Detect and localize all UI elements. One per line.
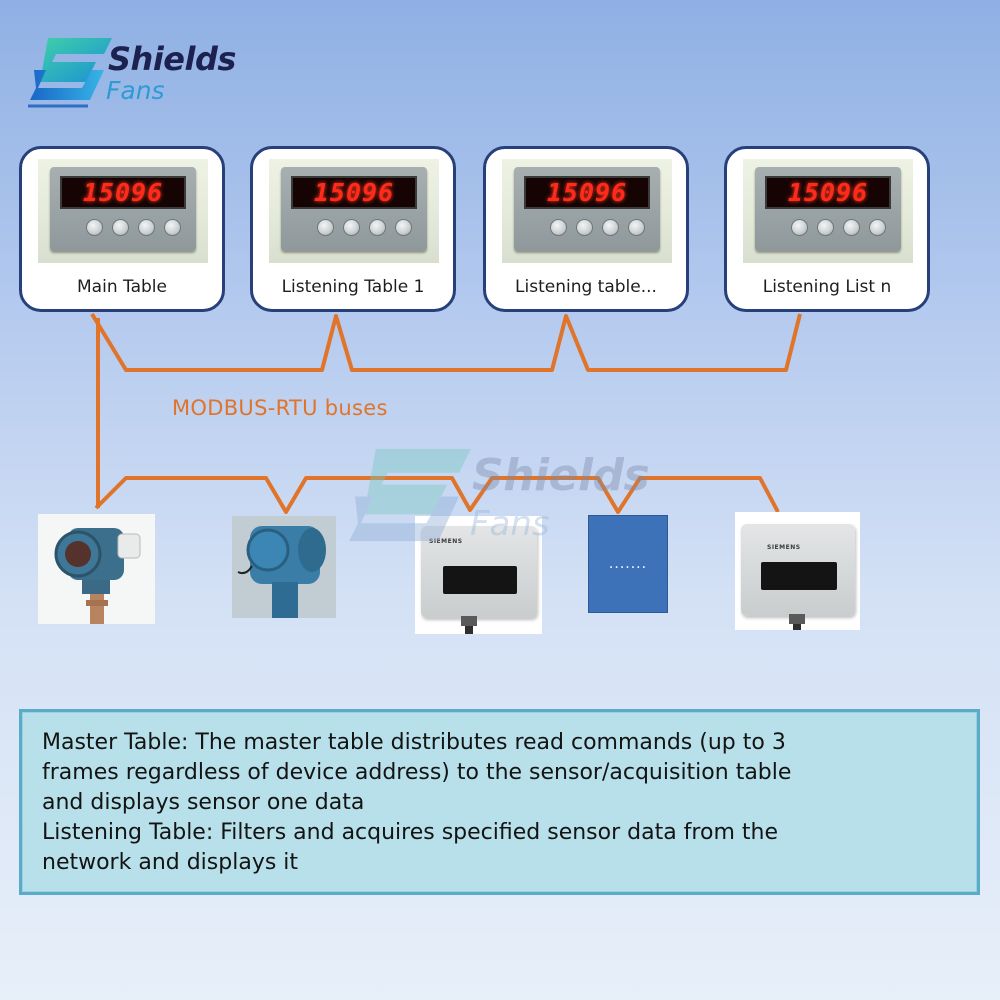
panel-meter-icon: 15096 — [269, 159, 439, 263]
siemens-brand-text: SIEMENS — [767, 544, 801, 551]
panel-meter-icon: 15096 — [38, 159, 208, 263]
siemens-sensor-icon: SIEMENS — [415, 516, 542, 634]
watermark-name-secondary: Fans — [470, 504, 550, 544]
meter-card-listening-ellipsis: 15096 Listening table... — [483, 146, 689, 312]
sensor-bus-line — [94, 476, 780, 514]
brand-name-secondary: Fans — [106, 76, 165, 105]
bus-label: MODBUS-RTU buses — [172, 396, 388, 420]
meter-label: Listening table... — [515, 277, 657, 297]
siemens-brand-text: SIEMENS — [429, 538, 463, 545]
meter-label: Main Table — [77, 277, 167, 297]
meter-reading: 15096 — [524, 176, 650, 209]
description-line: frames regardless of device address) to … — [42, 760, 792, 785]
placeholder-device-icon: ....... — [588, 515, 668, 613]
brand-mark-icon — [28, 38, 112, 108]
description-line: Listening Table: Filters and acquires sp… — [42, 820, 778, 845]
description-line: Master Table: The master table distribut… — [42, 730, 786, 755]
pressure-transmitter-icon — [232, 516, 336, 618]
meter-reading: 15096 — [291, 176, 417, 209]
meter-card-listening-n: 15096 Listening List n — [724, 146, 930, 312]
description-box: Master Table: The master table distribut… — [19, 709, 980, 895]
meter-card-listening-1: 15096 Listening Table 1 — [250, 146, 456, 312]
brand-name-primary: Shields — [108, 40, 236, 78]
meter-card-main: 15096 Main Table — [19, 146, 225, 312]
brand-watermark: Shields Fans — [340, 446, 670, 556]
panel-meter-icon: 15096 — [743, 159, 913, 263]
description-line: and displays sensor one data — [42, 790, 365, 815]
description-line: network and displays it — [42, 850, 299, 875]
brand-mark-icon — [349, 448, 471, 542]
siemens-sensor-icon: SIEMENS — [735, 512, 860, 630]
pressure-transmitter-icon — [38, 514, 155, 624]
meter-reading: 15096 — [765, 176, 891, 209]
meter-label: Listening List n — [762, 277, 892, 297]
panel-meter-icon: 15096 — [502, 159, 672, 263]
meter-label: Listening Table 1 — [281, 277, 425, 297]
brand-logo: Shields Fans — [26, 36, 256, 110]
watermark-name-primary: Shields — [472, 450, 650, 501]
meter-reading: 15096 — [60, 176, 186, 209]
meter-bus-line — [90, 312, 802, 372]
